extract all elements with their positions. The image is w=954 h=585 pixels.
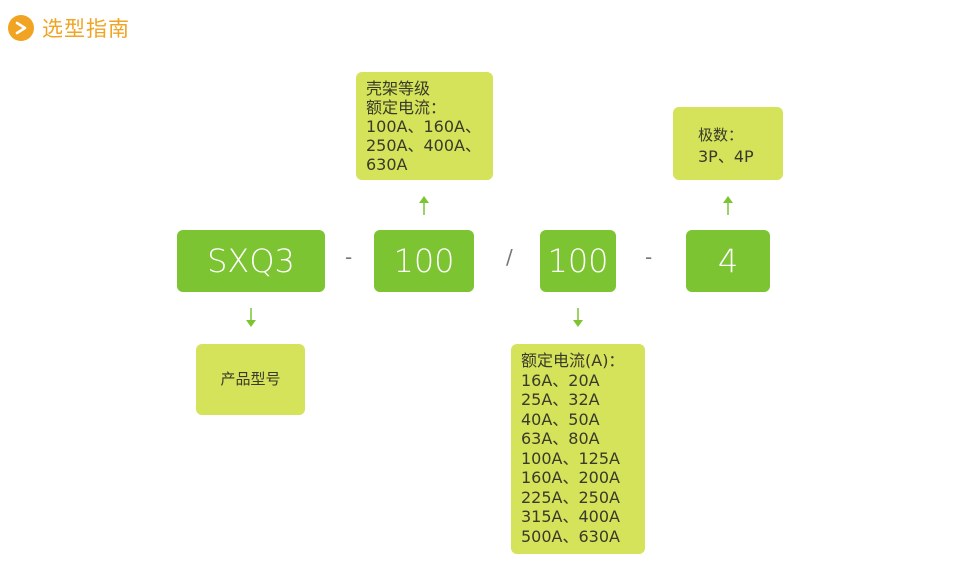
note-line: 额定电流： <box>366 98 447 117</box>
separator-slash: / <box>506 245 513 269</box>
note-line: 16A、20A <box>521 370 600 390</box>
separator-dash-1: - <box>345 245 353 269</box>
note-line: 3P、4P <box>698 147 754 166</box>
frame-current-code-box: 100 <box>374 230 474 292</box>
poles-code-box: 4 <box>686 230 770 292</box>
note-line: 额定电流(A)： <box>521 351 625 370</box>
rated-current-code-box: 100 <box>540 230 616 292</box>
note-line: 产品型号 <box>220 370 281 388</box>
note-line: 500A、630A <box>521 526 620 546</box>
note-line: 壳架等级 <box>366 79 431 98</box>
note-line: 160A、200A <box>521 468 620 487</box>
model-note: 产品型号 <box>196 344 305 415</box>
arrow-up-icon <box>419 196 429 215</box>
chevron-right-circle-icon <box>8 15 34 41</box>
note-line: 315A、400A <box>521 507 620 526</box>
note-line: 25A、32A <box>521 390 600 409</box>
note-line: 100A、160A、 <box>366 117 481 136</box>
note-line: 63A、80A <box>521 429 600 448</box>
arrow-up-icon <box>723 196 733 215</box>
separator-dash-2: - <box>645 245 653 269</box>
section-header: 选型指南 <box>8 12 130 44</box>
note-line: 100A、125A <box>521 448 620 468</box>
arrow-down-icon <box>573 308 583 327</box>
section-title: 选型指南 <box>42 17 130 41</box>
poles-note: 极数： 3P、4P <box>673 107 783 180</box>
arrow-down-icon <box>246 308 256 327</box>
note-line: 225A、250A <box>521 487 620 507</box>
note-line: 极数： <box>698 126 744 144</box>
note-line: 630A <box>366 155 408 174</box>
note-line: 250A、400A、 <box>366 136 481 155</box>
model-code-box: SXQ3 <box>177 230 325 292</box>
frame-current-note: 壳架等级 额定电流： 100A、160A、 250A、400A、 630A <box>356 72 493 180</box>
note-line: 40A、50A <box>521 409 600 429</box>
rated-current-note: 额定电流(A)： 16A、20A 25A、32A 40A、50A 63A、80A… <box>511 344 645 554</box>
